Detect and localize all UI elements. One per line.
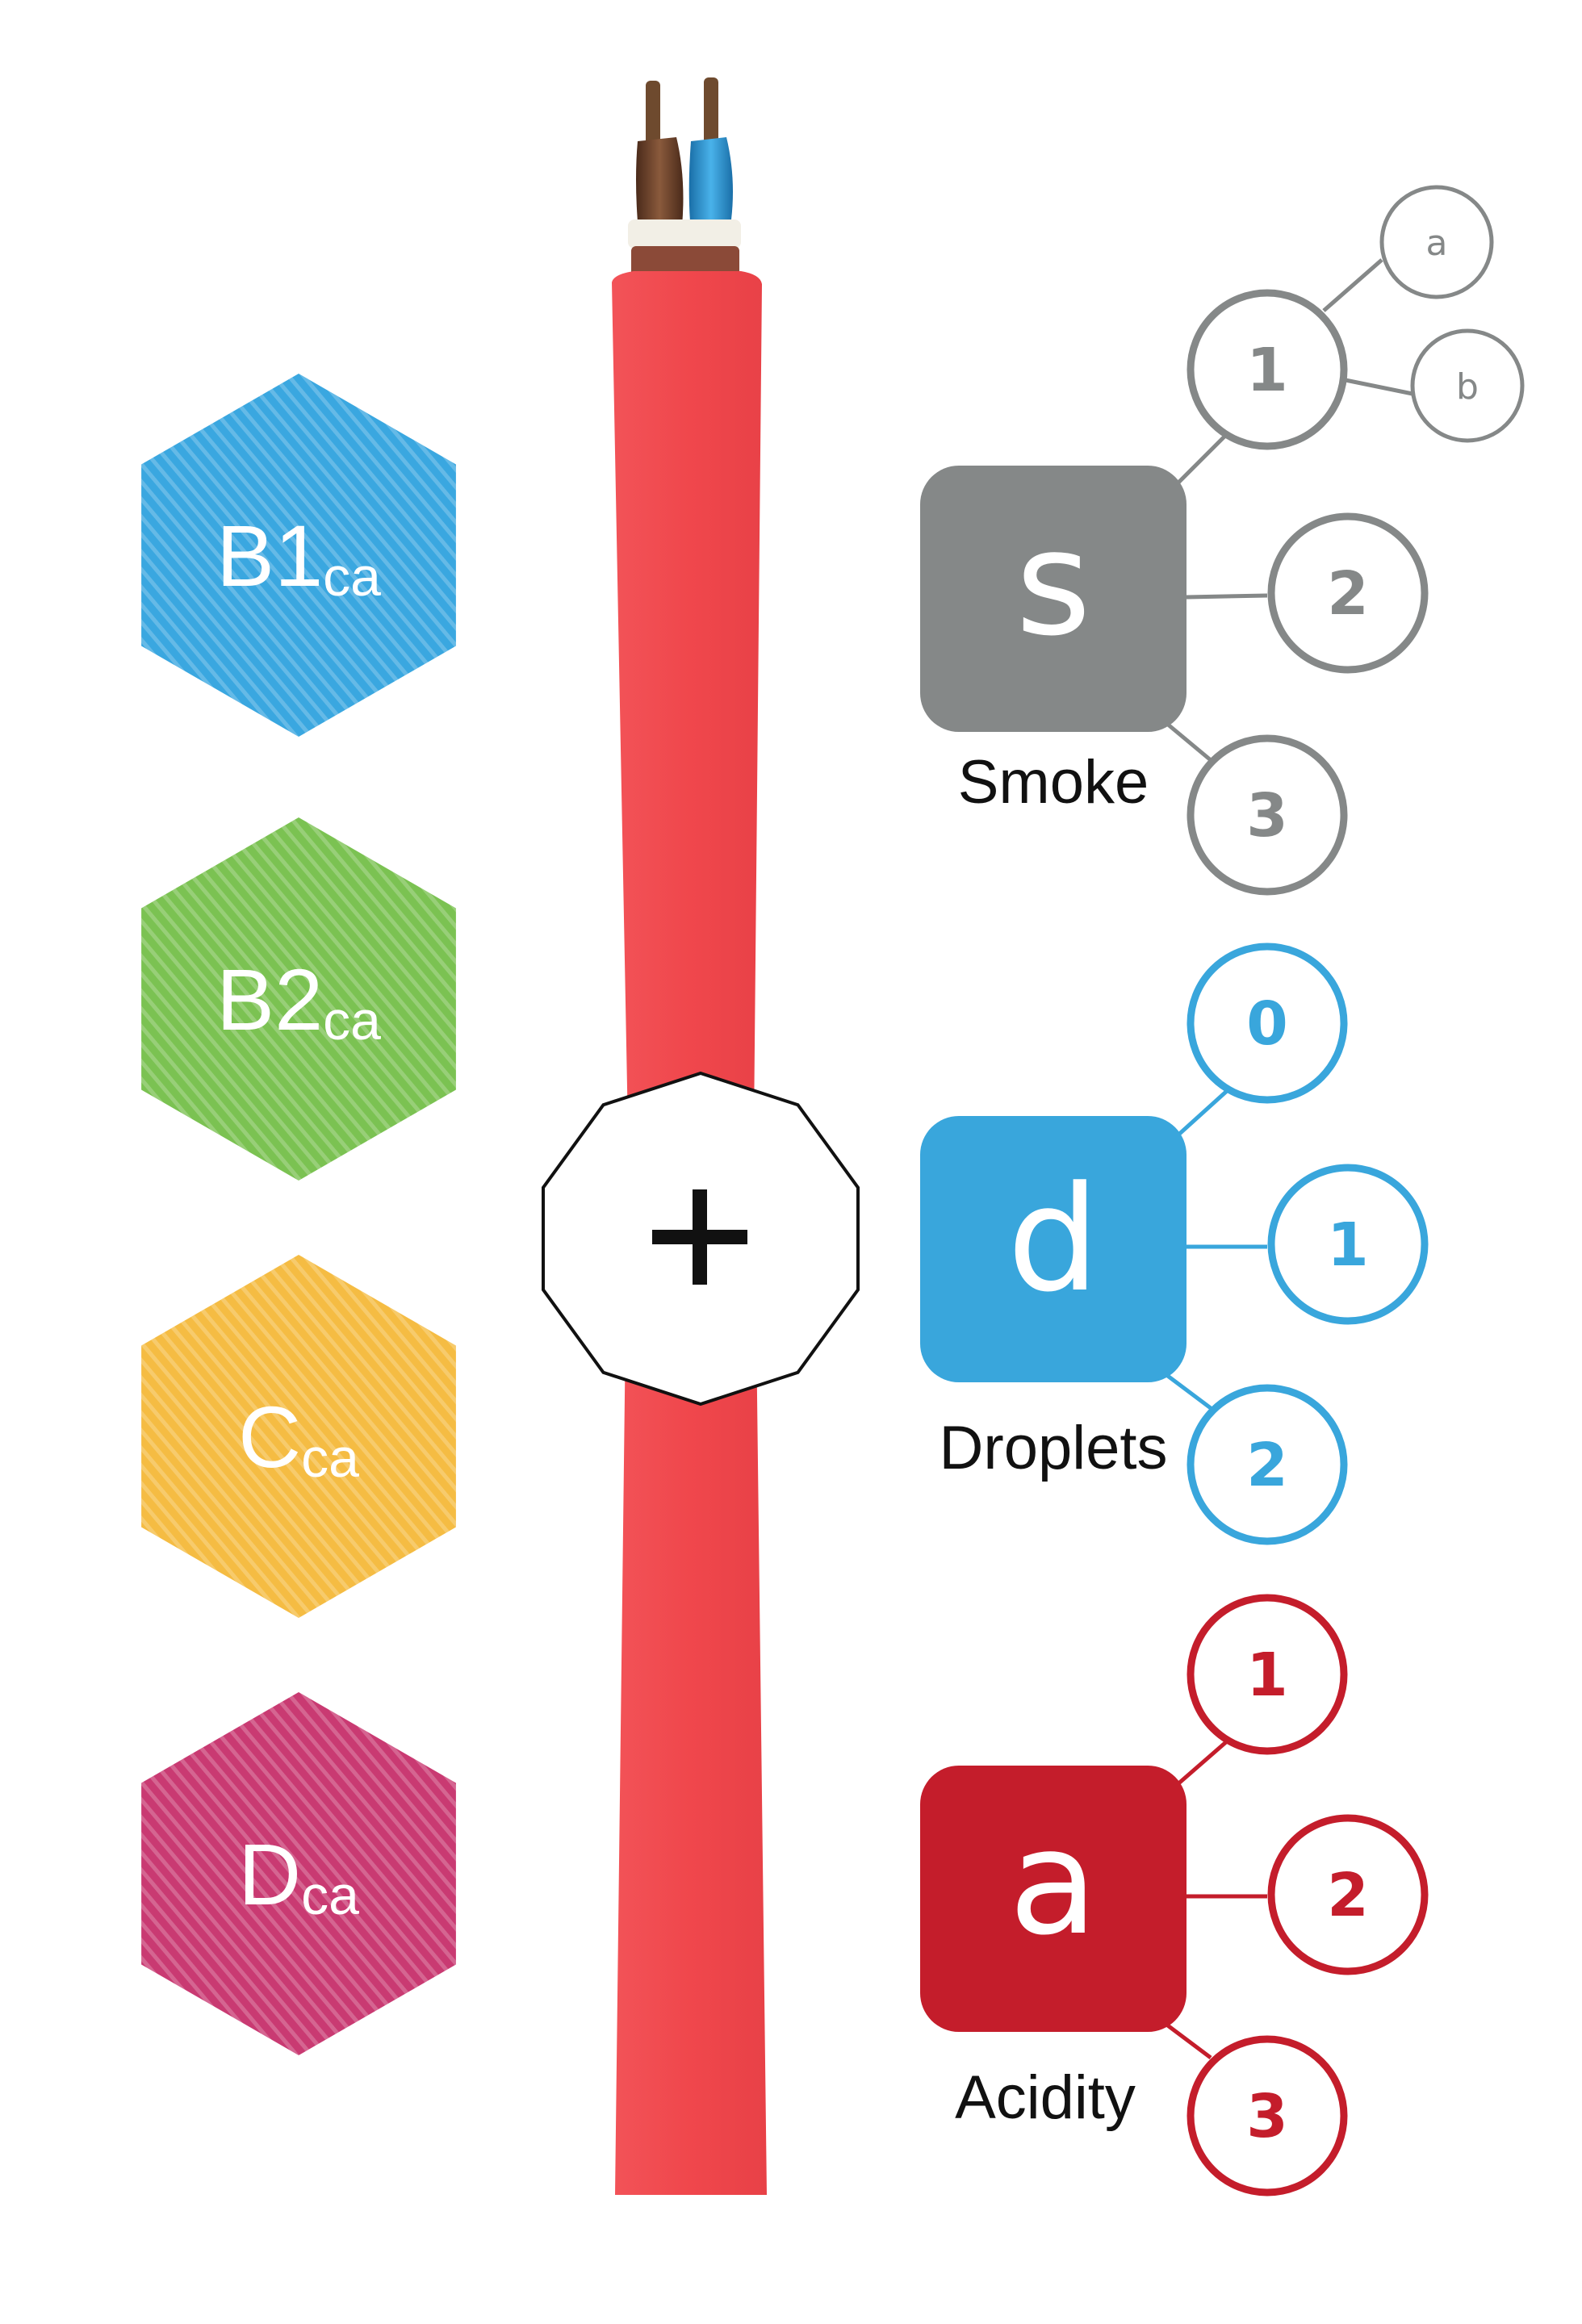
acidity-letter-box <box>920 1766 1186 2032</box>
fire-class-hexagon: Dca <box>141 1692 456 2055</box>
fire-class-hexagon: B1ca <box>141 374 456 737</box>
droplets-group: d Droplets 0 1 2 <box>920 943 1429 1545</box>
fire-class-hexagon: B2ca <box>141 817 456 1181</box>
smoke-letter-box <box>920 466 1186 732</box>
smoke-level-1: 1 <box>1246 336 1288 405</box>
fire-class-subscript: ca <box>323 546 381 608</box>
fire-class-main: C <box>238 1388 301 1486</box>
droplets-letter: d <box>1007 1156 1099 1324</box>
fire-class-subscript: ca <box>301 1865 359 1926</box>
droplets-connectors <box>1161 1089 1267 1410</box>
acidity-level-1: 1 <box>1246 1641 1288 1710</box>
smoke-level-2-circle <box>1267 512 1429 674</box>
smoke-sublevel-a: a <box>1426 223 1448 264</box>
hexagon-stripes <box>141 817 456 1181</box>
fire-class-label: B2ca <box>216 951 381 1051</box>
acidity-letter: a <box>1009 1799 1098 1967</box>
smoke-connectors <box>1161 258 1413 762</box>
hexagon-stripes <box>141 374 456 737</box>
smoke-letter: s <box>1015 499 1091 668</box>
smoke-level-3-circle <box>1186 734 1348 896</box>
fire-class-label: Cca <box>238 1388 359 1489</box>
plus-badge <box>542 1071 860 1407</box>
acidity-level-3-circle <box>1186 2035 1348 2197</box>
smoke-level-3: 3 <box>1246 781 1288 851</box>
fire-class-hexagon: Cca <box>141 1255 456 1618</box>
fire-class-main: B2 <box>216 951 323 1048</box>
fire-class-label: Dca <box>238 1825 359 1926</box>
smoke-caption: Smoke <box>958 748 1149 817</box>
smoke-level-1-circle <box>1186 289 1348 450</box>
fire-class-subscript: ca <box>323 990 381 1051</box>
acidity-level-2: 2 <box>1327 1861 1369 1930</box>
blue-wire-tip <box>704 77 718 150</box>
acidity-group: a Acidity 1 2 3 <box>920 1594 1429 2197</box>
droplets-level-2: 2 <box>1246 1431 1288 1500</box>
droplets-level-2-circle <box>1186 1384 1348 1545</box>
smoke-sublevel-a-circle <box>1379 185 1494 299</box>
filler-layer <box>631 246 739 278</box>
hexagon-stripes <box>141 1255 456 1618</box>
fire-class-subscript: ca <box>301 1427 359 1489</box>
smoke-group: s Smoke 1 2 3 a b <box>920 185 1525 896</box>
smoke-sublevel-b-circle <box>1410 328 1525 443</box>
inner-sheath <box>628 219 741 249</box>
acidity-level-1-circle <box>1186 1594 1348 1755</box>
droplets-letter-box <box>920 1116 1186 1382</box>
droplets-level-0-circle <box>1186 943 1348 1104</box>
droplets-level-1-circle <box>1267 1164 1429 1325</box>
acidity-connectors <box>1161 1740 1267 2059</box>
droplets-level-1: 1 <box>1327 1210 1369 1280</box>
brown-wire-tip <box>646 81 660 153</box>
brown-wire <box>636 137 684 226</box>
smoke-sublevel-b: b <box>1456 366 1479 408</box>
smoke-level-2: 2 <box>1327 559 1369 629</box>
blue-wire <box>688 137 733 222</box>
plus-icon <box>652 1189 747 1285</box>
acidity-level-3: 3 <box>1246 2082 1288 2151</box>
hexagon-stripes <box>141 1692 456 2055</box>
fire-class-label: B1ca <box>216 507 381 608</box>
acidity-level-2-circle <box>1267 1814 1429 1975</box>
acidity-caption: Acidity <box>955 2063 1136 2132</box>
droplets-level-0: 0 <box>1246 989 1288 1059</box>
fire-class-main: D <box>238 1825 301 1923</box>
fire-class-main: B1 <box>216 507 323 604</box>
droplets-caption: Droplets <box>940 1414 1168 1482</box>
